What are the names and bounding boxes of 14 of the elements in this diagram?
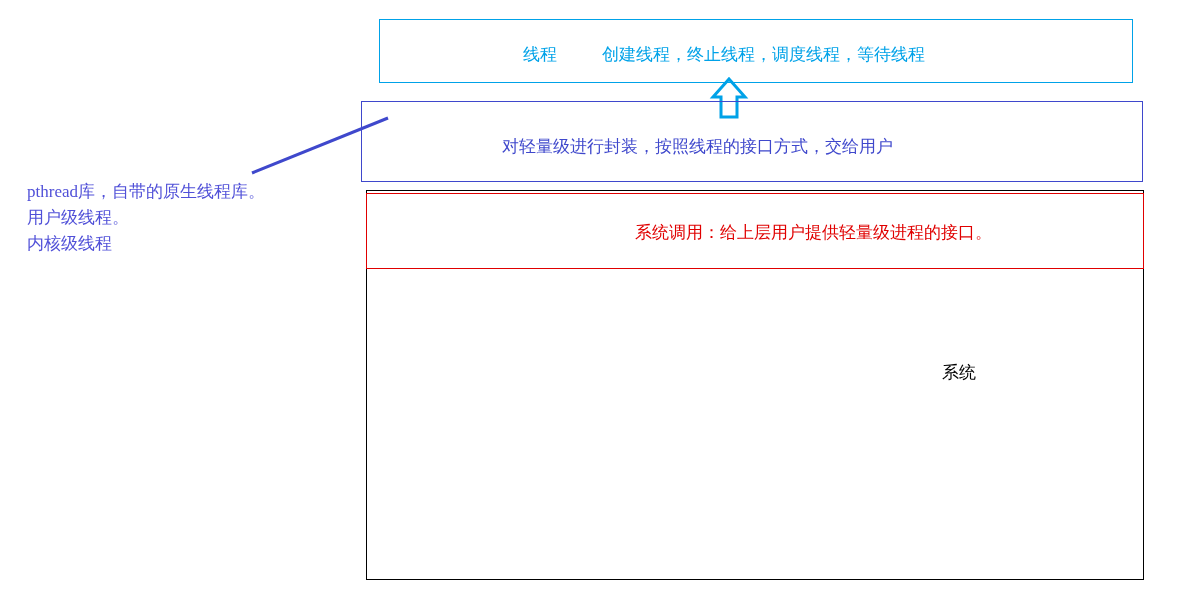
box-text: 对轻量级进行封装，按照线程的接口方式，交给用户 (502, 136, 893, 158)
box-text: 创建线程，终止线程，调度线程，等待线程 (602, 44, 925, 66)
box-text: 系统调用：给上层用户提供轻量级进程的接口。 (635, 222, 992, 244)
note-text: pthread库，自带的原生线程库。 (27, 181, 265, 203)
text-box (366, 193, 1144, 269)
note-text: 用户级线程。 (27, 207, 129, 229)
hollow-arrow (709, 76, 749, 119)
box-heading: 线程 (523, 44, 557, 66)
leader-line (251, 116, 389, 175)
text-box (366, 190, 1144, 580)
text-box (379, 19, 1133, 83)
note-text: 内核级线程 (27, 233, 112, 255)
box-text: 系统 (942, 362, 976, 384)
text-box (361, 101, 1143, 182)
